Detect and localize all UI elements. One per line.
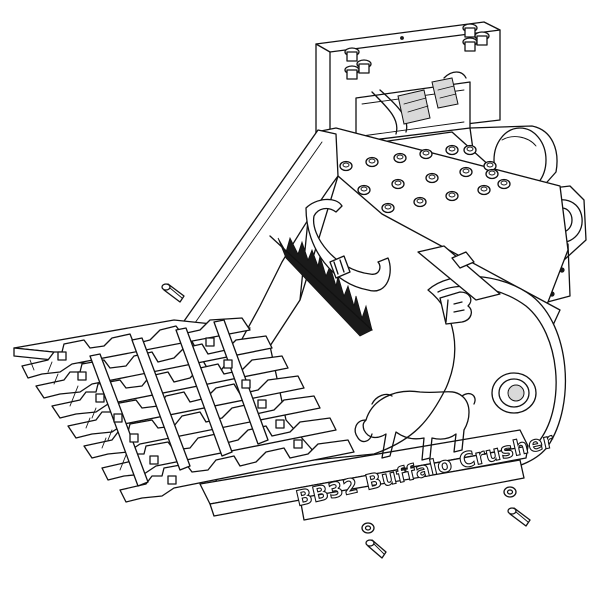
bolt-center — [448, 192, 456, 198]
bolt-center — [342, 162, 350, 168]
buffalo-emblem — [354, 390, 476, 461]
washer-right — [503, 486, 517, 498]
pin-lower-right — [507, 507, 531, 527]
fork-grid — [13, 317, 355, 503]
bolt-center — [448, 146, 456, 152]
bucket-body — [181, 127, 569, 521]
bolt-center — [466, 146, 474, 152]
shaft-bearing — [491, 372, 537, 414]
loose-pins — [161, 283, 531, 559]
crusher-rotor-teeth — [269, 235, 373, 337]
washer-bottom — [361, 522, 375, 534]
bolt-center — [422, 150, 430, 156]
pin-upper-left — [161, 283, 185, 303]
bolt-center — [500, 180, 508, 186]
bolt-center — [486, 162, 494, 168]
pin-bottom — [365, 539, 387, 559]
bolt-center — [384, 204, 392, 210]
bolt-center — [480, 186, 488, 192]
bolt-center — [368, 158, 376, 164]
bolt-center — [462, 168, 470, 174]
bolt-center — [394, 180, 402, 186]
cover-plate-bolts — [339, 144, 511, 214]
bolt-center — [396, 154, 404, 160]
bolt-center — [488, 170, 496, 176]
lifting-hook — [305, 198, 391, 292]
bolt-center — [360, 186, 368, 192]
housing-bolts — [344, 23, 490, 80]
bolt-center — [428, 174, 436, 180]
motor-housing — [315, 21, 501, 143]
hydraulic-hoses — [371, 71, 467, 135]
bolt-center — [416, 198, 424, 204]
